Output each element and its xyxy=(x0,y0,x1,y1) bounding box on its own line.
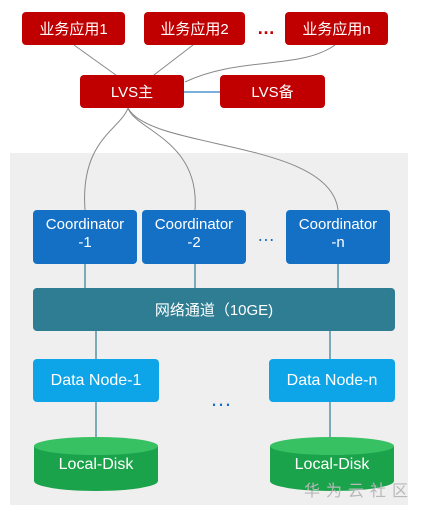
local-disk-1: Local-Disk xyxy=(33,436,159,492)
disk-cylinder-n-icon xyxy=(270,437,394,491)
data-node-1-box: Data Node-1 xyxy=(33,359,159,402)
coordinator-n-line1: Coordinator xyxy=(298,216,378,233)
disk-n-label: Local-Disk xyxy=(294,456,370,473)
coordinator-2-line1: Coordinator xyxy=(154,216,234,233)
data-node-ellipsis: … xyxy=(210,386,232,411)
local-disk-n: Local-Disk xyxy=(269,436,395,492)
coordinator-n-line2: -n xyxy=(331,234,345,251)
app-box-n: 业务应用n xyxy=(285,12,388,45)
disk-1-label: Local-Disk xyxy=(58,456,134,473)
coordinator-1-line1: Coordinator xyxy=(45,216,125,233)
coordinator-ellipsis: … xyxy=(257,225,275,245)
network-channel-bar: 网络通道（10GE) xyxy=(33,288,395,331)
disk-cylinder-1-icon xyxy=(34,437,158,491)
link-lvs-coordinator1 xyxy=(84,107,129,211)
coordinator-1-line2: -1 xyxy=(78,234,92,251)
coordinator-2-line2: -2 xyxy=(187,234,201,251)
link-lvs-coordinator2 xyxy=(127,107,196,211)
app-box-1: 业务应用1 xyxy=(22,12,125,45)
app-box-2: 业务应用2 xyxy=(144,12,245,45)
link-lvs-coordinatorn xyxy=(127,107,339,211)
data-node-n-box: Data Node-n xyxy=(269,359,395,402)
app-ellipsis: … xyxy=(257,18,275,38)
link-appn-lvs xyxy=(184,44,336,83)
link-app2-lvs xyxy=(149,44,194,79)
link-app1-lvs xyxy=(73,44,121,79)
coordinator-n-box: Coordinator -n xyxy=(286,210,390,264)
watermark-text: 华为云社区 xyxy=(304,483,415,500)
lvs-main-box: LVS主 xyxy=(80,75,184,108)
coordinator-2-box: Coordinator -2 xyxy=(142,210,246,264)
lvs-backup-box: LVS备 xyxy=(220,75,325,108)
coordinator-1-box: Coordinator -1 xyxy=(33,210,137,264)
